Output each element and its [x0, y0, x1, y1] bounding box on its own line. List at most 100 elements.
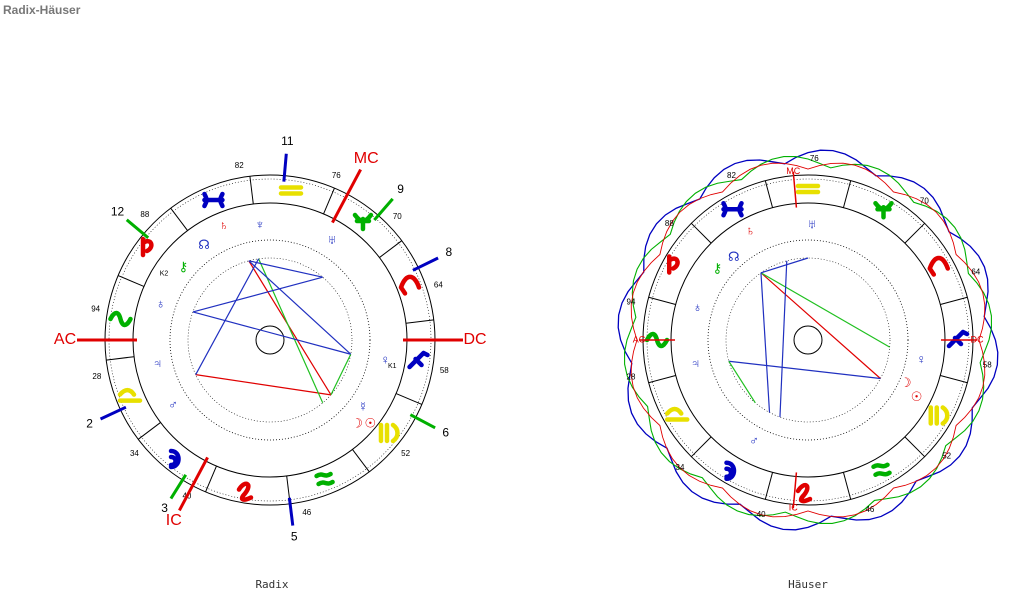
house-dot-ring [707, 239, 909, 441]
house-cusp [282, 153, 288, 182]
zodiac-sign-glyph-shape [873, 200, 894, 220]
zodiac-sign-glyph-shape [721, 200, 744, 218]
aspect-ring [187, 257, 353, 423]
angle-label: 46 [865, 505, 874, 514]
house-number: 5 [291, 530, 298, 544]
angle-label: 58 [983, 360, 992, 369]
zodiac-sign-glyph [666, 254, 680, 275]
aspect-line [248, 260, 323, 278]
house-number: 2 [86, 416, 93, 430]
axis-label-mc: MC [354, 150, 379, 167]
aspect-line [760, 272, 890, 348]
aspect-ring [725, 257, 891, 423]
sign-divider [764, 472, 774, 500]
sign-divider [205, 465, 217, 493]
angle-label: 52 [401, 449, 410, 458]
house-petal-outline-3 [630, 162, 986, 518]
angle-label: 64 [434, 280, 443, 289]
zodiac-sign-glyph-shape [140, 236, 154, 258]
zodiac-sign-glyph [795, 483, 813, 504]
planet-glyph: ☽ [351, 415, 363, 430]
house-marker-label: K2 [160, 271, 169, 278]
sign-divider [648, 296, 676, 306]
radix-wheel: 8276706458524640342894881198653212MCDCIC… [54, 134, 487, 544]
axis-label-ic: IC [166, 512, 182, 529]
planet-glyph: ⚷ [179, 259, 189, 274]
planet-glyph: ♃ [153, 355, 163, 370]
aspect-line [195, 374, 332, 396]
planet-glyph: ⚷ [713, 261, 723, 276]
zodiac-sign-glyph [873, 200, 894, 220]
zodiac-sign-glyph-shape [117, 387, 143, 403]
sign-divider [690, 222, 712, 244]
planet-glyph: ☉ [365, 416, 377, 431]
angle-label: 70 [393, 212, 402, 221]
house-cusp [373, 197, 394, 221]
angle-label: 70 [920, 196, 929, 205]
aspect-line [779, 260, 788, 418]
angle-label: 52 [942, 451, 951, 460]
axis-label-ac: AC [54, 331, 76, 348]
planet-glyph: ☊ [198, 237, 210, 252]
axis-label-ac: AC [633, 334, 646, 344]
center-circle [793, 325, 823, 355]
zodiac-sign-glyph-shape [664, 406, 690, 422]
radix-chart: 8276706458524640342894881198653212MCDCIC… [54, 134, 487, 544]
sign-divider [323, 187, 335, 215]
zodiac-sign-glyph [278, 185, 304, 196]
sign-divider [904, 222, 926, 244]
house-cusp [287, 497, 295, 526]
haeuser-wheel: 827670645852464034289488MCDCICAC♄♅☊⚷♁♃♂♀… [617, 149, 999, 531]
zodiac-sign-glyph [795, 183, 821, 195]
planet-glyph: ☉ [911, 389, 923, 404]
zodiac-sign-glyph [140, 236, 154, 258]
zodiac-sign-glyph [724, 460, 737, 482]
zodiac-sign-glyph-shape [168, 448, 181, 470]
axis-line-ic [178, 456, 209, 512]
planet-glyph: ♄ [745, 223, 755, 238]
house-number: 9 [397, 182, 404, 196]
radix-caption: Radix [255, 578, 289, 591]
house-number: 11 [281, 134, 294, 148]
axis-label-mc: MC [786, 166, 800, 176]
house-number: 6 [442, 426, 449, 440]
zodiac-sign-glyph-shape [795, 483, 813, 504]
zodiac-sign-glyph [236, 481, 254, 502]
aspect-line [760, 272, 881, 379]
zodiac-sign-glyph-shape [795, 183, 821, 195]
center-circle [255, 325, 285, 355]
angle-label: 82 [727, 171, 736, 180]
sign-divider [405, 319, 434, 324]
house-petal-outline-2 [624, 156, 992, 524]
zodiac-sign-glyph [927, 255, 951, 277]
zodiac-sign-glyph-shape [871, 462, 892, 478]
zodiac-sign-glyph-shape [666, 254, 680, 275]
axis-line-ic [792, 472, 798, 509]
angle-label: 82 [235, 161, 244, 170]
zodiac-sign-glyph-shape [236, 481, 254, 502]
angle-label: 94 [627, 297, 636, 306]
aspect-line [330, 353, 352, 396]
sign-divider [764, 180, 774, 208]
angle-label: 40 [757, 510, 766, 519]
house-cusp [409, 413, 436, 430]
zodiac-sign-glyph [168, 448, 181, 470]
sign-divider [940, 374, 968, 384]
angle-label: 64 [971, 267, 980, 276]
axis-label-dc: DC [463, 331, 486, 348]
house-petal-outline [617, 149, 999, 531]
sign-divider [249, 176, 254, 205]
haeuser-caption: Häuser [788, 578, 828, 591]
zodiac-sign-glyph-shape [927, 255, 951, 277]
zodiac-sign-glyph-shape [724, 460, 737, 482]
angle-label: 88 [665, 219, 674, 228]
zodiac-sign-glyph-shape [314, 471, 335, 487]
house-dot-ring [169, 239, 371, 441]
zodiac-sign-glyph [398, 274, 422, 296]
zodiac-sign-glyph-shape [407, 350, 430, 370]
zodiac-sign-glyph-shape [202, 191, 225, 209]
zodiac-sign-glyph [378, 422, 400, 444]
planet-glyph: ♆ [255, 217, 265, 232]
sign-divider [352, 449, 370, 473]
